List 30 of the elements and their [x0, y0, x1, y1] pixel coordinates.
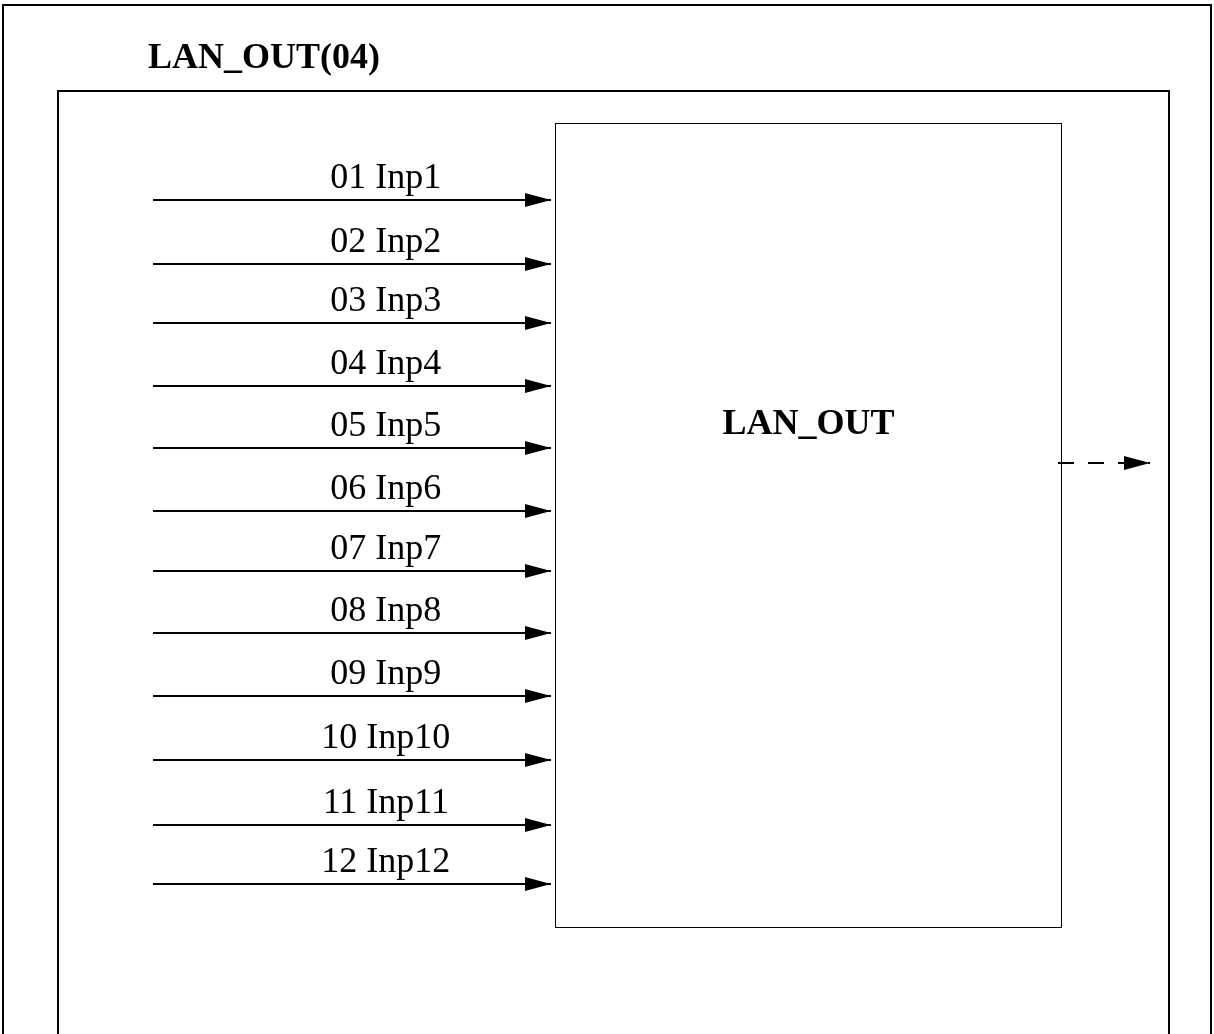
arrow [152, 564, 552, 578]
signal-label: 02 Inp2 [330, 222, 442, 258]
arrow [152, 753, 552, 767]
signal-label: 10 Inp10 [321, 718, 451, 754]
signal-label: 11 Inp11 [322, 783, 449, 819]
arrow [152, 193, 552, 207]
signal-label: 01 Inp1 [330, 158, 442, 194]
signal-label: 03 Inp3 [330, 281, 442, 317]
arrow [152, 689, 552, 703]
arrow [152, 441, 552, 455]
signal-label: 06 Inp6 [330, 469, 442, 505]
signal-label: 05 Inp5 [330, 406, 442, 442]
arrow [152, 626, 552, 640]
arrow [152, 379, 552, 393]
inner-frame [57, 90, 1170, 1034]
signal-label: 09 Inp9 [330, 654, 442, 690]
frame-title: LAN_OUT(04) [148, 38, 380, 74]
signal-label: 08 Inp8 [330, 591, 442, 627]
signal-label: 07 Inp7 [330, 529, 442, 565]
arrow [152, 818, 552, 832]
arrow [152, 257, 552, 271]
block-title: LAN_OUT [721, 404, 896, 440]
arrow [152, 877, 552, 891]
dashed-arrow [1057, 456, 1151, 470]
signal-label: 12 Inp12 [321, 842, 451, 878]
arrow [152, 504, 552, 518]
signal-label: 04 Inp4 [330, 344, 442, 380]
outer-frame [2, 4, 1212, 1034]
function-block [555, 123, 1062, 928]
arrow [152, 316, 552, 330]
